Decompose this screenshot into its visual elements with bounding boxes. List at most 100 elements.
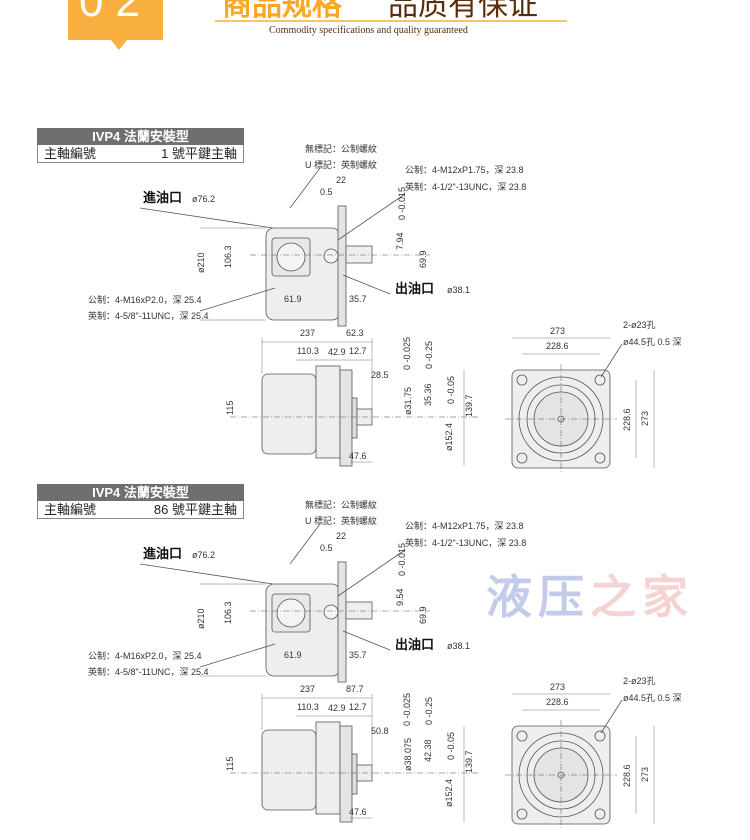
dim-pilot: ø152.4 bbox=[444, 422, 454, 451]
dim-d115: 115 bbox=[225, 756, 235, 771]
front-view-drawing bbox=[505, 693, 655, 830]
dim-in-metric: 公制：4-M16xP2.0，深 25.4 bbox=[88, 651, 202, 661]
side-view-drawing bbox=[230, 694, 480, 823]
dim-d1397: 139.7 bbox=[464, 394, 474, 417]
dim-d273: 273 bbox=[550, 326, 566, 336]
shaft-number-label: 主軸編號 bbox=[44, 146, 97, 161]
dim-pilot-tol: 0 -0.05 bbox=[446, 375, 456, 404]
dim-out-inch: 英制：4-1/2"-13UNC，深 23.8 bbox=[405, 538, 527, 548]
dim-dkey-tol: 0 -0.25 bbox=[424, 696, 434, 725]
dim-inlet: 進油口 bbox=[143, 190, 183, 205]
dim-d699: 69.9 bbox=[418, 250, 428, 268]
title-underline bbox=[215, 20, 567, 22]
dim-inlet-d: ø76.2 bbox=[192, 550, 216, 560]
dim-d1103: 110.3 bbox=[297, 702, 319, 712]
dim-key-tol: 0 -0.015 bbox=[397, 542, 407, 576]
dim-in-inch: 英制：4-5/8"-11UNC，深 25.4 bbox=[88, 667, 209, 677]
dim-d22: 22 bbox=[336, 175, 347, 185]
page-subtitle: Commodity specifications and quality gua… bbox=[269, 25, 468, 36]
dim-shaft-tol: 0 -0.025 bbox=[402, 692, 412, 726]
dim-d429: 42.9 bbox=[328, 703, 346, 713]
badge-pointer bbox=[111, 40, 127, 50]
dim-shaft-tol: 0 -0.025 bbox=[402, 336, 412, 370]
shaft-number-row: 主軸編號 86 號平鍵主軸 bbox=[37, 501, 244, 519]
dim-pilot-tol: 0 -0.05 bbox=[446, 731, 456, 760]
dim-spot: ø44.5孔 0.5 深 bbox=[623, 337, 682, 347]
top-view-drawing bbox=[139, 523, 430, 683]
dim-no-mark: 無標記：公制螺紋 bbox=[305, 144, 378, 154]
dim-in-metric: 公制：4-M16xP2.0，深 25.4 bbox=[88, 295, 202, 305]
dim-d1063: 106.3 bbox=[223, 245, 233, 268]
dim-key: 9.54 bbox=[395, 588, 405, 606]
dim-dkey: 42.38 bbox=[423, 739, 433, 762]
dim-v2286: 228.6 bbox=[622, 408, 632, 431]
watermark-logo: 液压之家 bbox=[486, 572, 694, 622]
dim-outlet: 出油口 bbox=[395, 281, 435, 296]
spec-section-shaft-86: IVP4 法蘭安裝型 主軸編號 86 號平鍵主軸 無標記：公制螺紋 U 標記：英制螺紋… bbox=[0, 484, 750, 840]
front-view-drawing bbox=[505, 337, 655, 474]
dim-d22: 22 bbox=[336, 531, 347, 541]
dim-holes: 2-ø23孔 bbox=[623, 320, 656, 330]
watermark-text-b: 之家 bbox=[590, 571, 694, 623]
dim-dshaft: 50.8 bbox=[371, 726, 389, 736]
dim-d127: 12.7 bbox=[349, 346, 367, 356]
dim-d210: ø210 bbox=[196, 252, 206, 273]
page-title: 商品规格 bbox=[222, 0, 342, 22]
shaft-number-row: 主軸編號 1 號平鍵主軸 bbox=[37, 145, 244, 163]
watermark-text-a: 液压 bbox=[486, 571, 590, 623]
dim-key-tol: 0 -0.015 bbox=[397, 186, 407, 220]
dim-d429: 42.9 bbox=[328, 347, 346, 357]
dim-out-metric: 公制：4-M12xP1.75，深 23.8 bbox=[405, 165, 524, 175]
dim-d273: 273 bbox=[550, 682, 566, 692]
shaft-number-label: 主軸編號 bbox=[44, 502, 97, 517]
section-title-bar: IVP4 法蘭安裝型 bbox=[37, 484, 244, 501]
dim-d237: 237 bbox=[300, 684, 316, 694]
dim-d127: 12.7 bbox=[349, 702, 367, 712]
dim-u-mark: U 標記：英制螺紋 bbox=[305, 160, 378, 170]
dim-d357: 35.7 bbox=[349, 650, 367, 660]
dim-d699: 69.9 bbox=[418, 606, 428, 624]
dim-d1103: 110.3 bbox=[297, 346, 319, 356]
dim-d476: 47.6 bbox=[349, 807, 367, 817]
shaft-number-value: 86 號平鍵主軸 bbox=[153, 502, 237, 517]
dim-no-mark: 無標記：公制螺紋 bbox=[305, 500, 378, 510]
dim-holes: 2-ø23孔 bbox=[623, 676, 656, 686]
dim-key: 7.94 bbox=[395, 232, 405, 250]
dim-outlet-d: ø38.1 bbox=[447, 641, 471, 651]
dim-d115: 115 bbox=[225, 400, 235, 415]
dim-outlet-d: ø38.1 bbox=[447, 285, 471, 295]
dim-out-inch: 英制：4-1/2"-13UNC，深 23.8 bbox=[405, 182, 527, 192]
top-view-drawing bbox=[139, 167, 430, 327]
spec-section-shaft-1: IVP4 法蘭安裝型 主軸編號 1 號平鍵主軸 無標記：公制螺紋 U 標記：英制螺紋 2… bbox=[0, 128, 750, 484]
dim-d357: 35.7 bbox=[349, 294, 367, 304]
dim-spot: ø44.5孔 0.5 深 bbox=[623, 693, 682, 703]
dim-d619: 61.9 bbox=[284, 650, 302, 660]
dim-d2286: 228.6 bbox=[546, 341, 569, 351]
dim-in-inch: 英制：4-5/8"-11UNC，深 25.4 bbox=[88, 311, 209, 321]
dim-d210: ø210 bbox=[196, 608, 206, 629]
page-title-secondary: 品质有保证 bbox=[388, 0, 538, 22]
dim-d1063: 106.3 bbox=[223, 601, 233, 624]
section-number: 02 bbox=[79, 0, 152, 26]
dim-d2286: 228.6 bbox=[546, 697, 569, 707]
dim-inlet: 進油口 bbox=[143, 546, 183, 561]
technical-drawing bbox=[139, 167, 655, 474]
dim-u-mark: U 標記：英制螺紋 bbox=[305, 516, 378, 526]
dim-d476: 47.6 bbox=[349, 451, 367, 461]
dim-dlen: 87.7 bbox=[346, 684, 364, 694]
dim-d05: 0.5 bbox=[320, 543, 333, 553]
section-title-bar: IVP4 法蘭安裝型 bbox=[37, 128, 244, 145]
shaft-number-value: 1 號平鍵主軸 bbox=[161, 146, 237, 161]
dim-shaft-d: ø38.075 bbox=[403, 737, 413, 771]
dim-dshaft: 28.5 bbox=[371, 370, 389, 380]
dim-pilot: ø152.4 bbox=[444, 778, 454, 807]
section-number-badge: 02 bbox=[68, 0, 163, 40]
dim-v273: 273 bbox=[640, 410, 650, 426]
dim-d237: 237 bbox=[300, 328, 316, 338]
dim-inlet-d: ø76.2 bbox=[192, 194, 216, 204]
dim-d1397: 139.7 bbox=[464, 750, 474, 773]
dim-dlen: 62.3 bbox=[346, 328, 364, 338]
dim-dkey: 35.36 bbox=[423, 383, 433, 406]
dim-outlet: 出油口 bbox=[395, 637, 435, 652]
dim-v273: 273 bbox=[640, 766, 650, 782]
